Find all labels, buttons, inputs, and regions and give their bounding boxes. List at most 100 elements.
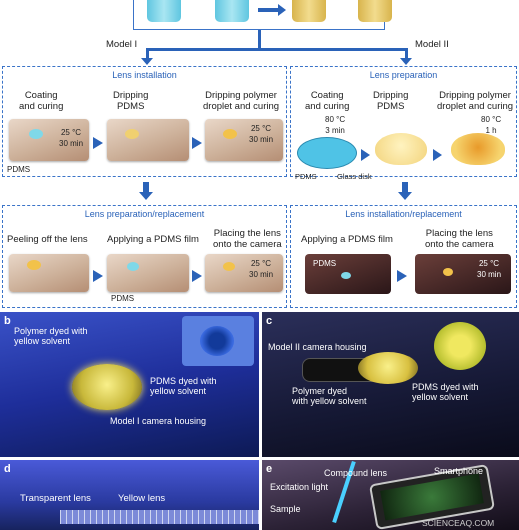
phone-image-1	[9, 119, 89, 161]
label-yellow: Yellow lens	[118, 493, 166, 504]
glass-disk	[297, 137, 357, 169]
box-title: Lens installation/replacement	[345, 209, 462, 219]
label-compound-lens: Compound lens	[324, 468, 388, 478]
vial-yellow-2	[358, 0, 392, 22]
lens-dot-3	[223, 129, 237, 139]
panel-label: c	[266, 315, 273, 327]
inset-yellow-lens	[434, 322, 486, 370]
box-title: Lens installation	[112, 70, 177, 80]
right-arrow	[258, 8, 280, 12]
arrow-3	[361, 149, 370, 161]
phone-screen	[380, 473, 484, 521]
vial-cyan-1	[147, 0, 181, 22]
panel-label: b	[4, 315, 11, 327]
panel-d: d Transparent lens Yellow lens	[0, 460, 259, 530]
arrow-2	[192, 137, 202, 149]
arrow-4	[433, 149, 442, 161]
arrow-1	[93, 137, 103, 149]
inset-lens	[182, 316, 254, 366]
branch-bar	[146, 48, 408, 51]
label-sample: Sample	[270, 504, 301, 514]
down-arrow-right	[402, 182, 408, 194]
branch-stem	[258, 30, 261, 50]
film-dot	[341, 272, 351, 279]
watermark: SCIENCEAQ.COM	[422, 518, 495, 528]
polymer-dome	[451, 133, 505, 165]
label-excitation: Excitation light	[270, 482, 329, 492]
step-peeling: Peeling off the lens	[7, 234, 88, 245]
pdms-dome	[375, 133, 427, 165]
placed-lens	[223, 262, 235, 271]
panel-label: e	[266, 463, 273, 475]
phone-image-6	[205, 254, 283, 292]
glass-disk-label: Glass disk	[337, 172, 372, 181]
model1-label: Model I	[103, 39, 141, 50]
step-applying-film: Applying a PDMS film	[301, 234, 393, 245]
down-arrow-left	[143, 182, 149, 194]
inset-blue-ring	[200, 326, 234, 356]
vial-yellow-1	[292, 0, 326, 22]
film-dot	[127, 262, 139, 271]
pdms-label: PDMS	[313, 259, 337, 268]
phone-image-4	[9, 254, 89, 292]
pdms-label: PDMS	[7, 165, 31, 174]
label-transparent: Transparent lens	[20, 493, 91, 504]
arrow-5	[93, 270, 103, 282]
ruler	[60, 510, 259, 524]
lens-install-replacement-box: Lens installation/replacement Applying a…	[290, 205, 517, 308]
camera-lens-yellow	[358, 352, 418, 384]
phone-image-3	[205, 119, 283, 161]
arrow-7	[397, 270, 407, 282]
lens-prep-replacement-box: Lens preparation/replacement Peeling off…	[2, 205, 287, 308]
step-applying-film: Applying a PDMS film	[107, 234, 199, 245]
placed-lens	[443, 268, 453, 276]
box-title: Lens preparation	[369, 70, 438, 80]
lens-dot-2	[125, 129, 139, 139]
branch-left-head	[141, 58, 153, 65]
branch-right-head	[400, 58, 412, 65]
peeled-lens	[27, 260, 41, 270]
box-title: Lens preparation/replacement	[84, 209, 205, 219]
branch-left	[146, 48, 149, 60]
phone-image-2	[107, 119, 189, 161]
vial-cyan-2	[215, 0, 249, 22]
dark-phone-2	[415, 254, 511, 294]
branch-right	[405, 48, 408, 60]
pdms-label: PDMS	[295, 172, 317, 181]
right-arrow-head	[278, 4, 286, 16]
lens-dot-1	[29, 129, 43, 139]
camera-lens-yellow	[72, 364, 142, 410]
pdms-label: PDMS	[111, 294, 135, 303]
label-smartphone: Smartphone	[434, 466, 484, 476]
panel-e: e Compound lens Smartphone Excitation li…	[262, 460, 519, 530]
model2-label: Model II	[412, 39, 452, 50]
down-arrow-right-head	[398, 192, 412, 200]
label-housing: Model I camera housing	[110, 416, 207, 426]
arrow-6	[192, 270, 202, 282]
panel-label: d	[4, 463, 11, 475]
phone-image-5	[107, 254, 189, 292]
label-housing: Model II camera housing	[268, 342, 367, 352]
